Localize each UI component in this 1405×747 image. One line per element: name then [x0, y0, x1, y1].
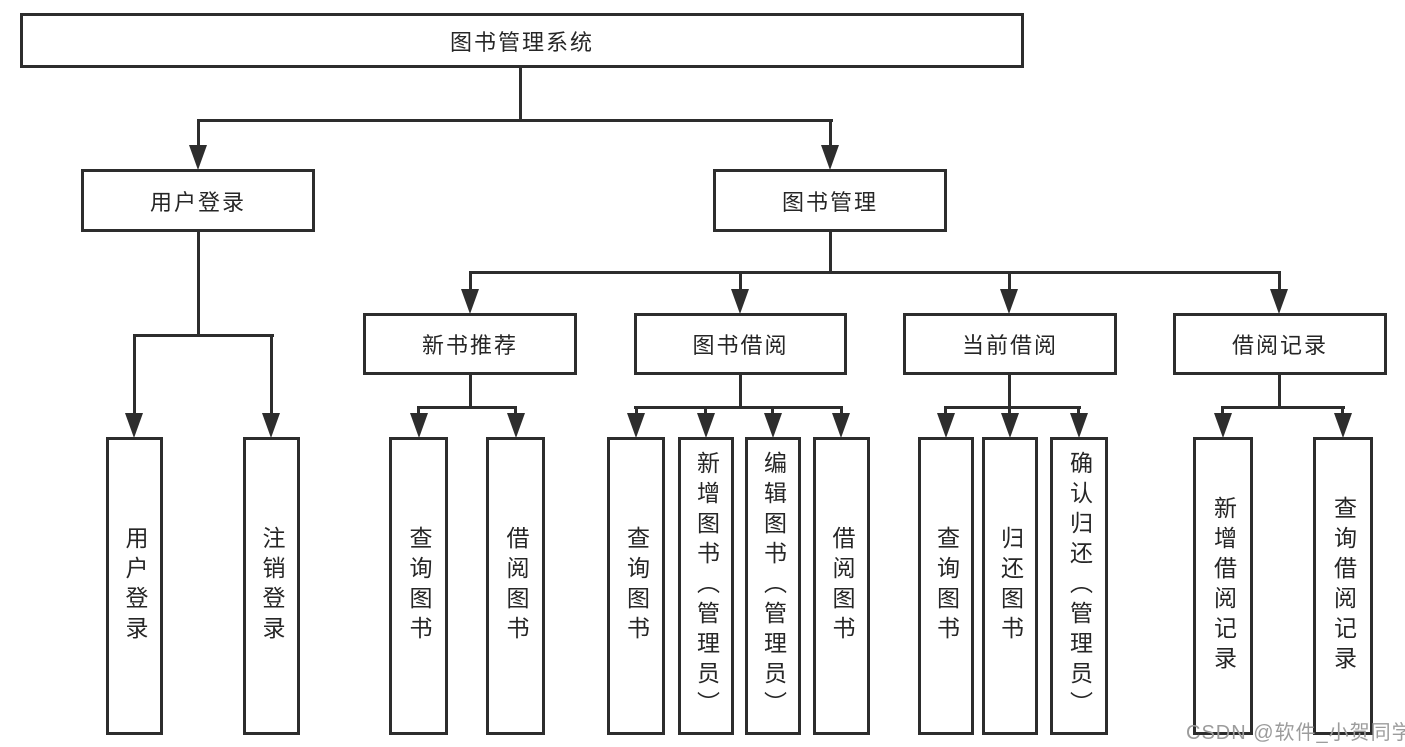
arrow-down-icon — [697, 413, 715, 438]
leaf-query-books-3: 查询图书 — [918, 437, 974, 735]
leaf-return-book: 归还图书 — [982, 437, 1038, 735]
connector-line — [739, 373, 742, 409]
watermark: CSDN @软件_小贺同学 — [1186, 722, 1405, 744]
leaf-query-books-2: 查询图书 — [607, 437, 665, 735]
connector-line — [840, 406, 843, 418]
leaf-add-book-admin: 新增图书（管理员） — [678, 437, 734, 735]
connector-line — [771, 406, 774, 418]
node-book-management: 图书管理 — [713, 169, 947, 232]
connector-line — [197, 119, 200, 146]
node-new-book-recommend: 新书推荐 — [363, 313, 577, 375]
leaf-query-borrow-record: 查询借阅记录 — [1313, 437, 1373, 735]
leaf-borrow-books-1: 借阅图书 — [486, 437, 545, 735]
connector-line — [197, 119, 833, 122]
arrow-down-icon — [821, 145, 839, 170]
arrow-down-icon — [764, 413, 782, 438]
arrow-down-icon — [1001, 413, 1019, 438]
arrow-down-icon — [461, 289, 479, 314]
connector-line — [944, 406, 1081, 409]
arrow-down-icon — [1070, 413, 1088, 438]
leaf-logout: 注销登录 — [243, 437, 300, 735]
connector-line — [469, 271, 472, 290]
arrow-down-icon — [262, 413, 280, 438]
connector-line — [197, 231, 200, 336]
connector-line — [1278, 373, 1281, 409]
node-user-login: 用户登录 — [81, 169, 315, 232]
connector-line — [469, 373, 472, 409]
arrow-down-icon — [1270, 289, 1288, 314]
connector-line — [1008, 271, 1011, 290]
arrow-down-icon — [507, 413, 525, 438]
connector-line — [133, 334, 274, 337]
connector-line — [1221, 406, 1345, 409]
connector-line — [133, 334, 136, 414]
leaf-user-login: 用户登录 — [106, 437, 163, 735]
arrow-down-icon — [125, 413, 143, 438]
arrow-down-icon — [731, 289, 749, 314]
connector-line — [1077, 406, 1080, 418]
connector-line — [514, 406, 517, 418]
connector-line — [1278, 271, 1281, 290]
connector-line — [270, 334, 273, 414]
leaf-query-books-1: 查询图书 — [389, 437, 448, 735]
arrow-down-icon — [1334, 413, 1352, 438]
connector-line — [469, 271, 1281, 274]
leaf-borrow-books-2: 借阅图书 — [813, 437, 870, 735]
arrow-down-icon — [410, 413, 428, 438]
connector-line — [829, 119, 832, 146]
node-borrow-record: 借阅记录 — [1173, 313, 1387, 375]
connector-line — [739, 271, 742, 290]
connector-line — [944, 406, 947, 418]
connector-line — [1008, 406, 1011, 418]
arrow-down-icon — [937, 413, 955, 438]
arrow-down-icon — [832, 413, 850, 438]
arrow-down-icon — [627, 413, 645, 438]
node-root: 图书管理系统 — [20, 13, 1024, 68]
connector-line — [1221, 406, 1224, 418]
arrow-down-icon — [1214, 413, 1232, 438]
leaf-add-borrow-record: 新增借阅记录 — [1193, 437, 1253, 735]
leaf-edit-book-admin: 编辑图书（管理员） — [745, 437, 801, 735]
connector-line — [1341, 406, 1344, 418]
node-current-borrow: 当前借阅 — [903, 313, 1117, 375]
connector-line — [519, 67, 522, 120]
connector-line — [704, 406, 707, 418]
connector-line — [1008, 373, 1011, 409]
connector-line — [635, 406, 638, 418]
connector-line — [417, 406, 420, 418]
arrow-down-icon — [1000, 289, 1018, 314]
connector-line — [829, 231, 832, 273]
leaf-confirm-return-admin: 确认归还（管理员） — [1050, 437, 1108, 735]
node-book-borrow: 图书借阅 — [634, 313, 847, 375]
connector-line — [634, 406, 843, 409]
arrow-down-icon — [189, 145, 207, 170]
connector-line — [417, 406, 517, 409]
